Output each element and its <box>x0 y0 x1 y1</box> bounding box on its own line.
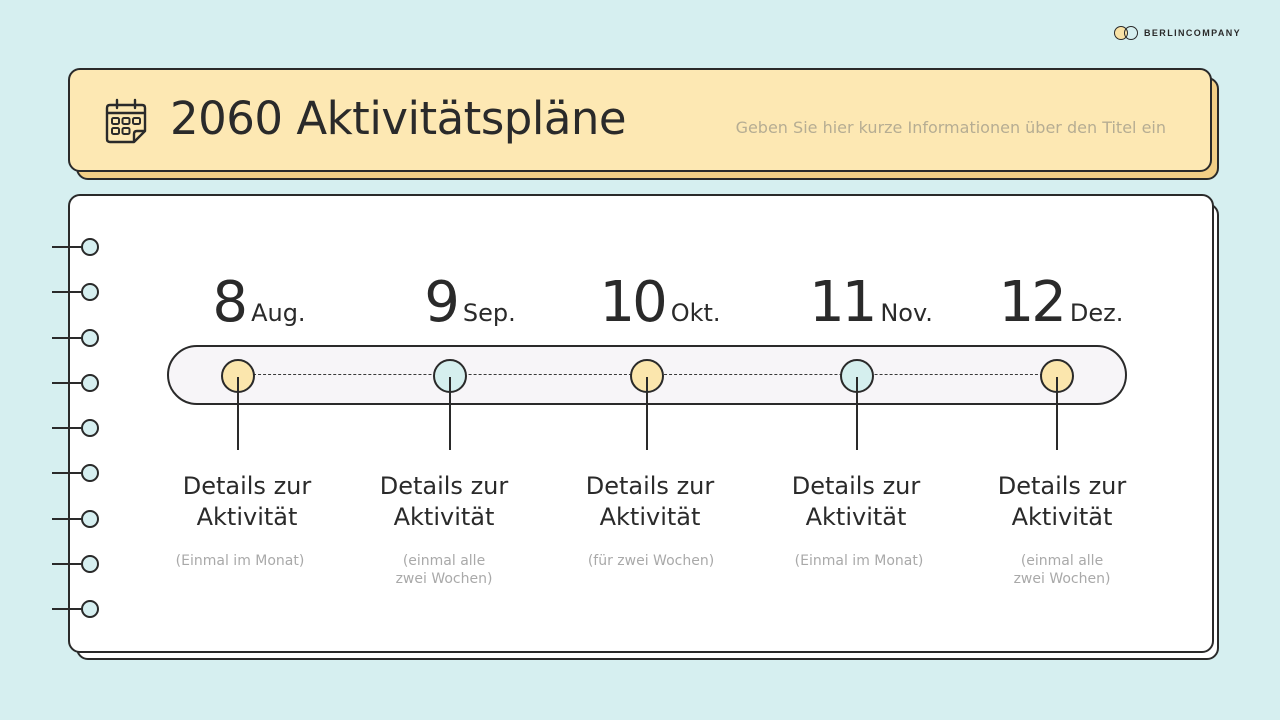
spiral-ring <box>52 509 100 529</box>
milestone-day: 11 <box>809 270 877 335</box>
milestone-stem <box>1056 377 1058 450</box>
milestone-stem <box>646 377 648 450</box>
milestone-detail: Details zur Aktivität <box>756 471 956 533</box>
detail-line: Details zur <box>791 472 921 500</box>
milestone-month: Aug. <box>251 299 306 327</box>
detail-line: Details zur <box>379 472 509 500</box>
milestone-day: 9 <box>424 270 460 335</box>
detail-line: Aktivität <box>196 503 298 531</box>
note-line: zwei Wochen) <box>395 571 493 587</box>
milestone-month: Dez. <box>1069 299 1124 327</box>
milestone-date: 8 Aug. <box>159 272 359 334</box>
spiral-ring <box>52 282 100 302</box>
note-line: (Einmal im Monat) <box>175 553 305 569</box>
note-line: (einmal alle <box>402 553 486 569</box>
milestone-detail: Details zur Aktivität <box>344 471 544 533</box>
milestone-note: (einmal alle zwei Wochen) <box>962 552 1162 588</box>
page-subtitle: Geben Sie hier kurze Informationen über … <box>735 118 1166 137</box>
milestone-month: Nov. <box>880 299 933 327</box>
milestone-date: 9 Sep. <box>370 272 570 334</box>
milestone-stem <box>856 377 858 450</box>
milestone-note: (einmal alle zwei Wochen) <box>344 552 544 588</box>
milestone-date: 12 Dez. <box>961 272 1161 334</box>
header-card: 2060 Aktivitätspläne Geben Sie hier kurz… <box>68 68 1212 172</box>
note-line: zwei Wochen) <box>1013 571 1111 587</box>
milestone-detail: Details zur Aktivität <box>147 471 347 533</box>
spiral-ring <box>52 463 100 483</box>
milestone-detail: Details zur Aktivität <box>550 471 750 533</box>
detail-line: Aktivität <box>1011 503 1113 531</box>
brand-mark-icon <box>1114 26 1140 40</box>
notebook-card <box>68 194 1214 653</box>
milestone-note: (Einmal im Monat) <box>140 552 340 570</box>
milestone-date: 11 Nov. <box>771 272 971 334</box>
spiral-ring <box>52 237 100 257</box>
milestone-day: 12 <box>998 270 1067 335</box>
milestone-month: Sep. <box>462 299 516 327</box>
milestone-note: (Einmal im Monat) <box>759 552 959 570</box>
detail-line: Aktivität <box>805 503 907 531</box>
brand-logo: BERLINCOMPANY <box>1114 26 1241 40</box>
milestone-stem <box>449 377 451 450</box>
brand-name: BERLINCOMPANY <box>1144 28 1242 38</box>
spiral-ring <box>52 328 100 348</box>
page-title: 2060 Aktivitätspläne <box>170 92 627 145</box>
detail-line: Aktivität <box>599 503 701 531</box>
note-line: (für zwei Wochen) <box>587 553 715 569</box>
spiral-ring <box>52 418 100 438</box>
milestone-stem <box>237 377 239 450</box>
milestone-note: (für zwei Wochen) <box>551 552 751 570</box>
milestone-detail: Details zur Aktivität <box>962 471 1162 533</box>
detail-line: Details zur <box>585 472 715 500</box>
calendar-icon <box>105 98 147 144</box>
note-line: (einmal alle <box>1020 553 1104 569</box>
milestone-month: Okt. <box>670 299 721 327</box>
detail-line: Aktivität <box>393 503 495 531</box>
milestone-date: 10 Okt. <box>560 272 760 334</box>
milestone-day: 8 <box>212 270 248 335</box>
spiral-ring <box>52 599 100 619</box>
detail-line: Details zur <box>182 472 312 500</box>
spiral-ring <box>52 373 100 393</box>
note-line: (Einmal im Monat) <box>794 553 924 569</box>
detail-line: Details zur <box>997 472 1127 500</box>
spiral-ring <box>52 554 100 574</box>
milestone-day: 10 <box>599 270 667 335</box>
